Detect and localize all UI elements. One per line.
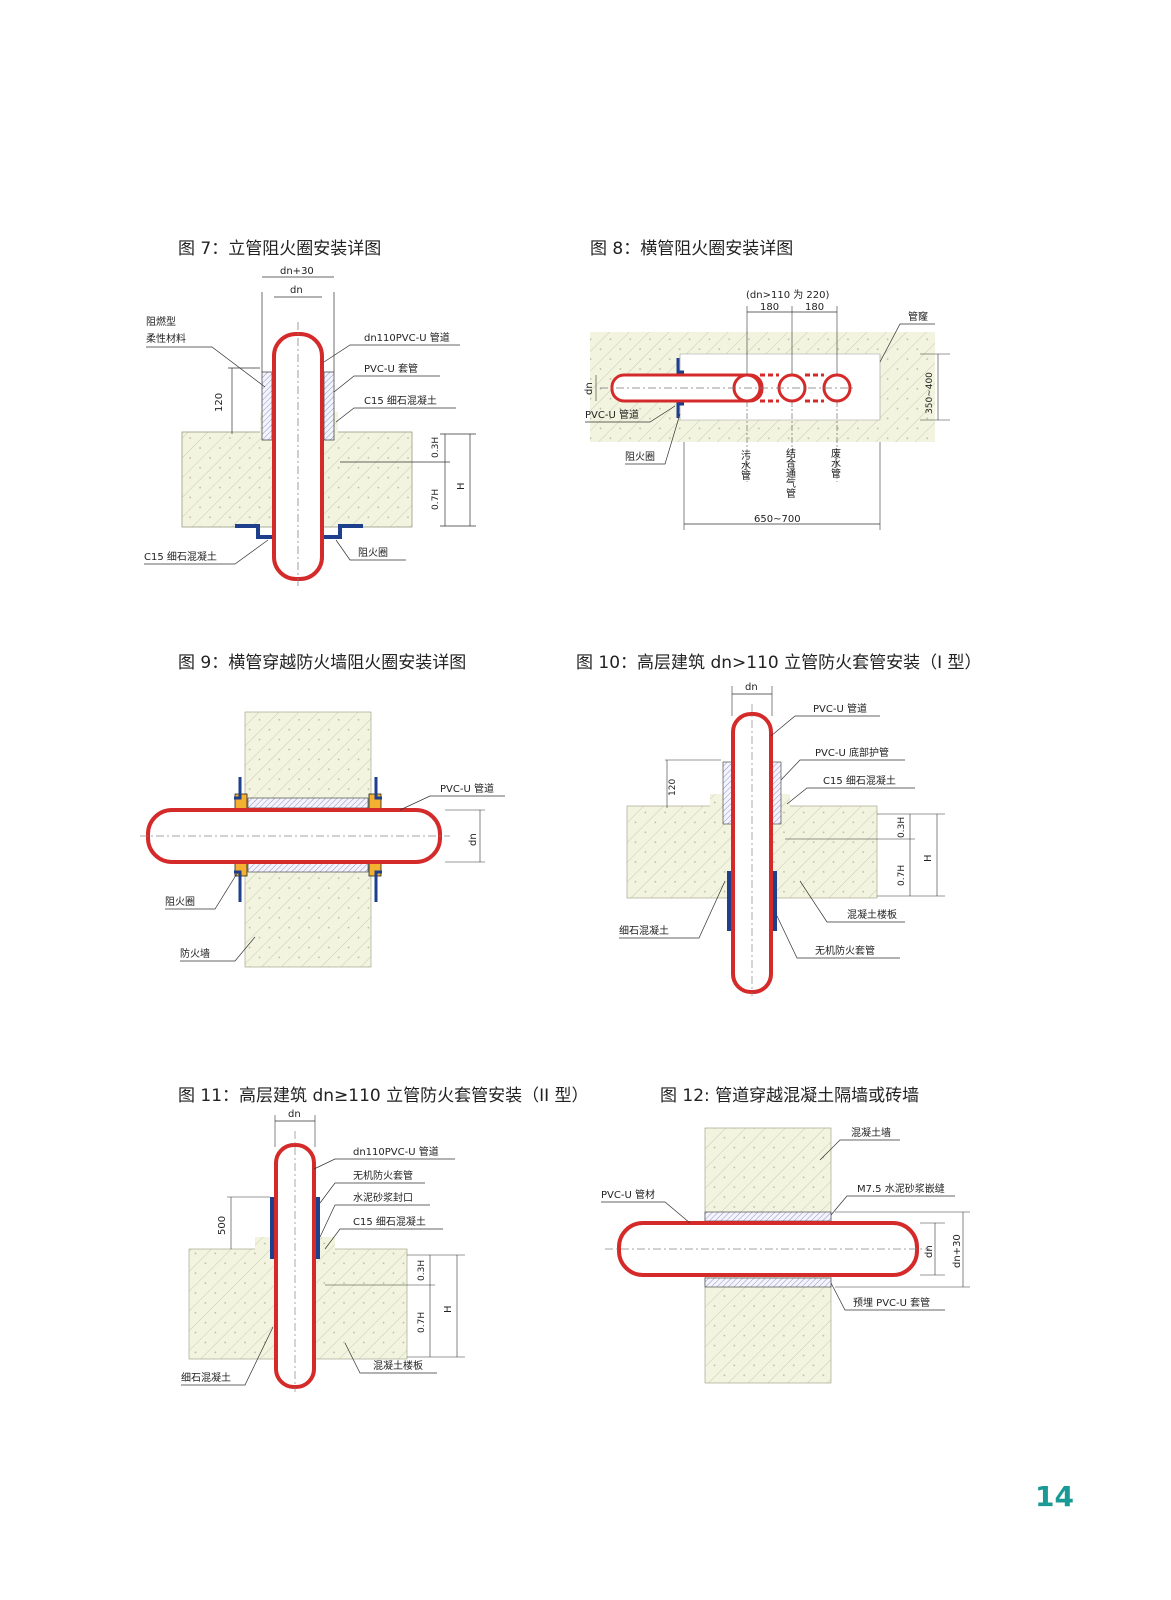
fig8-dim-note: (dn>110 为 220)	[746, 289, 829, 301]
fig11-label-sleeve: 无机防火套管	[353, 1169, 413, 1182]
fig10-title: 图 10：高层建筑 dn>110 立管防火套管安装（I 型）	[576, 653, 982, 673]
fig10-label-base: PVC-U 底部护管	[815, 746, 889, 759]
fig7-dim-120: 120	[214, 393, 225, 412]
fig10-label-sleeve: 无机防火套管	[815, 944, 875, 957]
fig7-label-sleeve: PVC-U 套管	[364, 362, 418, 375]
fig9-dim-dn: dn	[468, 833, 479, 846]
fig11-dim-h: H	[443, 1305, 454, 1313]
fig11-drawing: dn dn110PVC-U 管道 无机防火套管 水泥砂浆封口 C15 细石混凝土…	[181, 1109, 465, 1392]
fig8-dim-650: 650~700	[754, 514, 801, 525]
fig7-dim-03h: 0.3H	[431, 437, 441, 458]
fig12-label-sleeve: 预埋 PVC-U 套管	[853, 1296, 930, 1309]
fig8-label-ring: 阻火圈	[625, 451, 655, 463]
fig7-label-c15-bottom: C15 细石混凝土	[144, 550, 217, 563]
fig7-label-flame-2: 柔性材料	[146, 332, 186, 345]
fig12-drawing: 混凝土墙 PVC-U 管材 M7.5 水泥砂浆嵌缝 dn dn+30 预埋 PV…	[601, 1126, 970, 1384]
fig10-dim-120: 120	[668, 779, 678, 796]
fig9-title: 图 9：横管穿越防火墙阻火圈安装详图	[178, 653, 467, 673]
fig11-dim-500: 500	[217, 1216, 228, 1235]
fig10-dim-dn: dn	[745, 682, 758, 693]
fig9-label-wall: 防火墙	[180, 947, 210, 960]
fig11-label-fine: 细石混凝土	[181, 1371, 231, 1384]
fig7-label-ring: 阻火圈	[358, 547, 388, 559]
fig10-label-c15: C15 细石混凝土	[823, 774, 896, 787]
fig10-dim-h: H	[923, 854, 934, 862]
fig8-dim-180b: 180	[805, 302, 824, 313]
fig9-label-ring: 阻火圈	[165, 896, 195, 908]
fig11-dim-07h: 0.7H	[417, 1312, 427, 1333]
fig8-label-vent: 结合通气管	[784, 447, 796, 499]
fig10-drawing: dn PVC-U 管道 PVC-U 底部护管 C15 细石混凝土 120 0.3…	[619, 682, 945, 996]
fig10-label-pipe: PVC-U 管道	[813, 702, 867, 715]
fig8-dim-350: 350~400	[925, 372, 935, 414]
fig10-label-fine: 细石混凝土	[619, 924, 669, 937]
fig7-title: 图 7：立管阻火圈安装详图	[178, 239, 382, 259]
fig11-label-seal: 水泥砂浆封口	[353, 1191, 413, 1204]
fig11-dim-dn: dn	[288, 1109, 301, 1120]
fig11-label-c15: C15 细石混凝土	[353, 1215, 426, 1228]
fig12-title: 图 12: 管道穿越混凝土隔墙或砖墙	[660, 1086, 920, 1106]
fig8-label-pvc: PVC-U 管道	[585, 408, 639, 421]
fig11-label-pipe: dn110PVC-U 管道	[353, 1145, 439, 1158]
fig8-title: 图 8：横管阻火圈安装详图	[590, 239, 794, 259]
fig7-dim-top: dn+30	[280, 266, 314, 277]
fig10-dim-07h: 0.7H	[897, 865, 907, 886]
fig7-dim-07h: 0.7H	[431, 489, 441, 510]
fig10-label-slab: 混凝土楼板	[847, 908, 897, 921]
fig8-dim-dn: dn	[584, 382, 595, 395]
fig12-label-pipe: PVC-U 管材	[601, 1188, 655, 1201]
fig8-label-waste: 污水管	[739, 450, 751, 481]
fig9-label-pipe: PVC-U 管道	[440, 782, 494, 795]
fig8-label-shaft: 管窿	[908, 310, 928, 323]
fig12-label-wall: 混凝土墙	[851, 1126, 891, 1139]
fig8-label-waste2: 废水管	[829, 447, 841, 479]
fig7-dim-dn: dn	[290, 285, 303, 296]
fig11-title: 图 11：高层建筑 dn≥110 立管防火套管安装（II 型）	[178, 1086, 589, 1106]
fig7-dim-h: H	[456, 482, 467, 490]
fig9-drawing: PVC-U 管道 dn 阻火圈 防火墙	[140, 711, 505, 968]
page-number: 14	[1035, 1480, 1074, 1513]
fig12-label-mortar: M7.5 水泥砂浆嵌缝	[857, 1182, 945, 1195]
fig11-dim-03h: 0.3H	[417, 1260, 427, 1281]
fig7-label-flame-1: 阻燃型	[146, 315, 176, 328]
fig11-label-slab: 混凝土楼板	[373, 1359, 423, 1372]
fig7-drawing: dn+30 dn 阻燃型 柔性材料 dn110PVC-U 管道 PVC-U 套管…	[144, 266, 476, 587]
fig10-dim-03h: 0.3H	[897, 817, 907, 838]
fig7-label-c15: C15 细石混凝土	[364, 394, 437, 407]
fig8-drawing: (dn>110 为 220) 180 180 管窿 350~400 dn PVC…	[584, 289, 950, 530]
fig12-dim-dn30: dn+30	[952, 1234, 963, 1268]
fig12-dim-dn: dn	[924, 1245, 935, 1258]
fig8-dim-180a: 180	[760, 302, 779, 313]
fig7-label-pipe: dn110PVC-U 管道	[364, 331, 450, 344]
